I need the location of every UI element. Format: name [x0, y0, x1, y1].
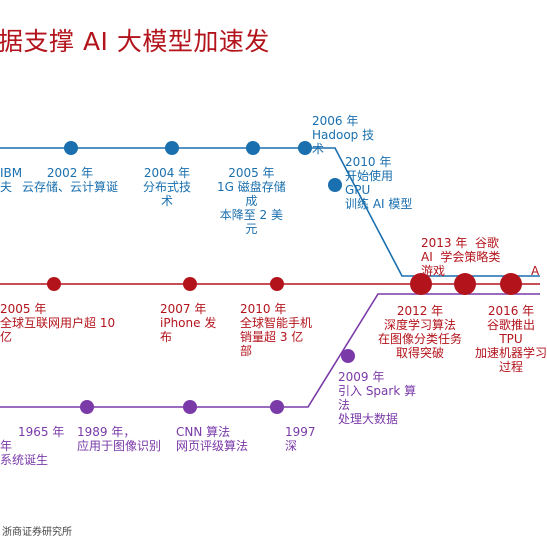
- purple-node-1997: [270, 400, 284, 414]
- purple-node-1989: [80, 400, 94, 414]
- red-label-2010: 2010 年 全球智能手机 销量超 3 亿 部: [240, 302, 313, 358]
- red-label-2005: 2005 年 全球互联网用户超 10 亿: [0, 302, 116, 344]
- blue-node-2004: [165, 141, 179, 155]
- blue-label-2004: 2004 年 分布式技 术: [143, 166, 192, 208]
- red-label-2013: 2013 年 谷歌 AI 学会策略类 游戏: [421, 236, 501, 278]
- purple-label-1965: 1965 年: [18, 425, 65, 439]
- purple-timeline-line: [0, 293, 540, 408]
- red-node-2012: [410, 273, 432, 295]
- blue-node-2005: [246, 141, 260, 155]
- red-label-2007: 2007 年 iPhone 发 布: [160, 302, 217, 344]
- source-note: 浙商证券研究所: [2, 527, 72, 538]
- red-node-2007: [183, 277, 197, 291]
- blue-node-2010: [328, 178, 342, 192]
- blue-label-ibm: IBM 夫: [0, 166, 23, 194]
- red-node-2016: [500, 273, 522, 295]
- purple-label-2009: 2009 年 引入 Spark 算 法 处理大数据: [338, 370, 417, 426]
- page-title: 据支撑 AI 大模型加速发: [0, 27, 270, 56]
- purple-node-2009: [341, 349, 355, 363]
- purple-node-cnn: [183, 400, 197, 414]
- red-node-2013: [454, 273, 476, 295]
- blue-label-2005: 2005 年 1G 磁盘存储 成 本降至 2 美 元: [217, 166, 286, 236]
- blue-label-2010: 2010 年 开始使用 GPU 训练 AI 模型: [345, 155, 413, 211]
- blue-node-2006: [298, 141, 312, 155]
- red-node-2005: [47, 277, 61, 291]
- purple-label-system: 年 系统诞生: [0, 439, 49, 467]
- red-node-2010: [270, 277, 284, 291]
- red-label-2012: 2012 年 深度学习算法 在图像分类任务 取得突破: [378, 304, 463, 360]
- purple-label-cnn: CNN 算法 网页评级算法: [176, 425, 249, 453]
- blue-node-2002: [64, 141, 78, 155]
- purple-label-1989: 1989 年， 应用于图像识别: [77, 425, 162, 453]
- blue-label-2006: 2006 年 Hadoop 技 术: [312, 114, 375, 156]
- red-label-2016: 2016 年 谷歌推出 TPU 加速机器学习 过程: [475, 304, 547, 374]
- purple-label-1997: 1997 深: [285, 425, 316, 453]
- blue-label-2002: 2002 年 云存储、云计算诞: [22, 166, 119, 194]
- red-label-a: A: [531, 264, 540, 278]
